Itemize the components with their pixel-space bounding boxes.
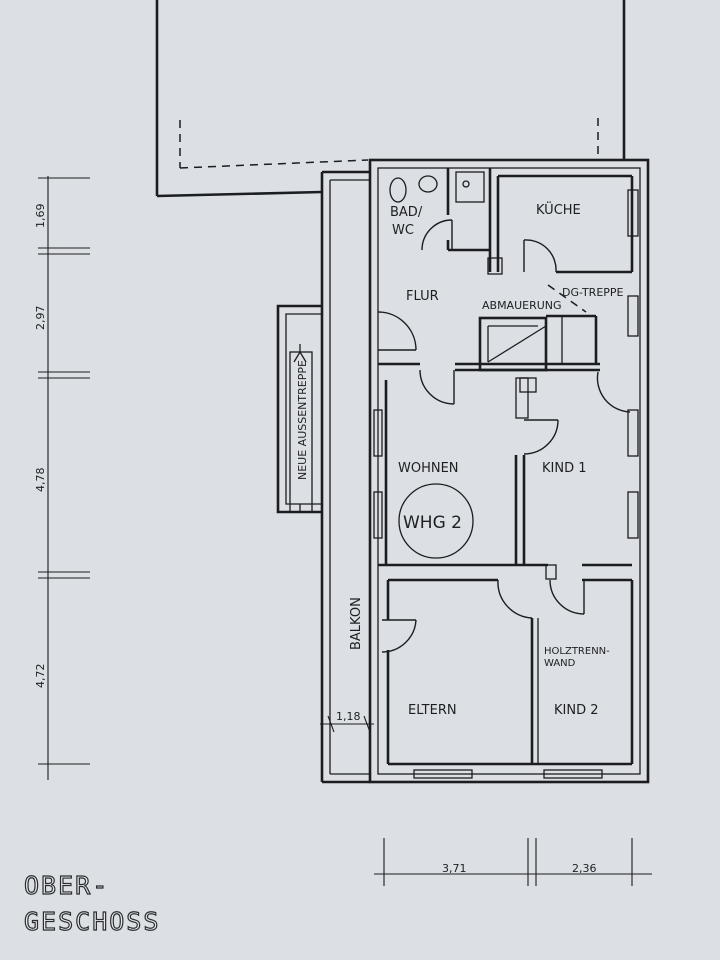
apartment-outer-walls xyxy=(320,158,650,784)
title-line-2: GESCHOSS xyxy=(24,907,160,936)
label-neue-aussentreppe: NEUE AUSSENTREPPE xyxy=(296,360,309,480)
label-kind1: KIND 1 xyxy=(542,461,587,476)
label-dg-treppe: DG-TREPPE xyxy=(562,286,624,299)
bathroom-fixtures xyxy=(389,171,485,203)
label-kind2: KIND 2 xyxy=(554,703,599,718)
label-wand: WAND xyxy=(544,658,576,669)
external-staircase xyxy=(276,304,322,514)
title-line-1: OBER- xyxy=(24,871,109,900)
vertical-dimension-chain xyxy=(38,176,90,780)
label-wc: WC xyxy=(392,223,414,238)
label-flur: FLUR xyxy=(406,289,439,304)
bottom-dimension-chain xyxy=(374,838,652,886)
label-kueche: KÜCHE xyxy=(536,201,581,218)
doors xyxy=(377,219,631,653)
dim-label-bottom-1: 3,71 xyxy=(442,862,467,875)
dim-label-balkon: 1,18 xyxy=(336,710,361,723)
label-eltern: ELTERN xyxy=(408,703,457,718)
interior-walls xyxy=(378,168,634,766)
label-holztrenn: HOLZTRENN- xyxy=(544,646,610,657)
dim-label-1: 1,69 xyxy=(34,204,47,229)
dim-label-4: 4,72 xyxy=(34,664,47,689)
label-abmauerung: ABMAUERUNG xyxy=(482,299,562,312)
windows xyxy=(373,189,639,779)
dim-label-3: 4,78 xyxy=(34,468,47,493)
dim-label-2: 2,97 xyxy=(34,306,47,331)
apartment-marker-circle xyxy=(398,483,474,559)
label-whg: WHG 2 xyxy=(403,513,462,533)
label-wohnen: WOHNEN xyxy=(398,461,459,476)
label-bad: BAD/ xyxy=(390,205,423,220)
dim-label-bottom-2: 2,36 xyxy=(572,862,597,875)
existing-building-outline xyxy=(155,0,626,198)
label-balkon: BALKON xyxy=(349,597,364,650)
balkon-width-dimension xyxy=(320,715,374,733)
